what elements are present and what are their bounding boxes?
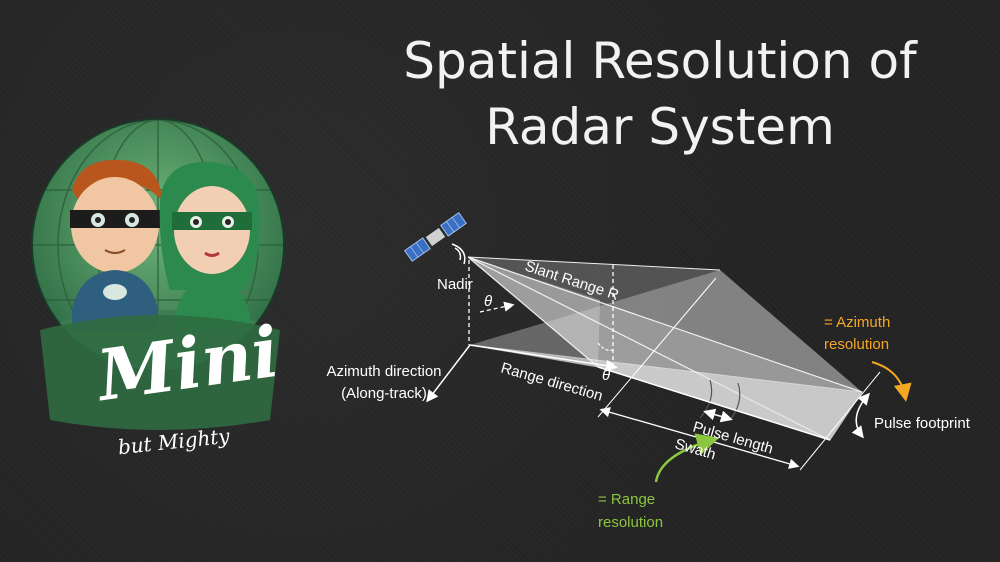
mini-but-mighty-logo: Mini but Mighty [31,118,285,459]
boy-hero-icon [70,159,162,330]
slide-title: Spatial Resolution of Radar System [340,28,980,160]
pulse-footprint-arrow [851,392,870,439]
range-direction-label: Range direction [499,360,605,405]
satellite-icon [404,212,467,265]
range-resolution-sublabel: resolution [598,514,663,531]
look-angle-arrow [479,301,515,313]
logo-base [40,315,280,430]
range-axis [469,344,618,372]
swath-near-guide [597,277,717,418]
pulse-length-arrow [703,408,733,423]
nadir-label: Nadir [437,276,473,293]
girl-hero-icon [159,161,261,330]
azimuth-resolution-sublabel: resolution [824,336,889,353]
range-resolution-label: = Range [598,491,655,508]
azimuth-axis [426,344,471,403]
pulse-footprint-label: Pulse footprint [874,415,971,432]
title-line-2: Radar System [485,98,835,156]
azimuth-direction-label: Azimuth direction [326,363,441,380]
incidence-angle-arc [597,342,614,351]
swath-far-guide [799,371,881,471]
title-line-1: Spatial Resolution of [403,32,917,90]
range-resolution-arrow [654,433,720,483]
incidence-angle-label: θ [602,367,610,384]
azimuth-resolution-label: = Azimuth [824,314,890,331]
look-angle-label: θ [484,293,492,310]
azimuth-direction-sublabel: (Along-track) [341,385,427,402]
azimuth-resolution-arrow [871,361,912,402]
